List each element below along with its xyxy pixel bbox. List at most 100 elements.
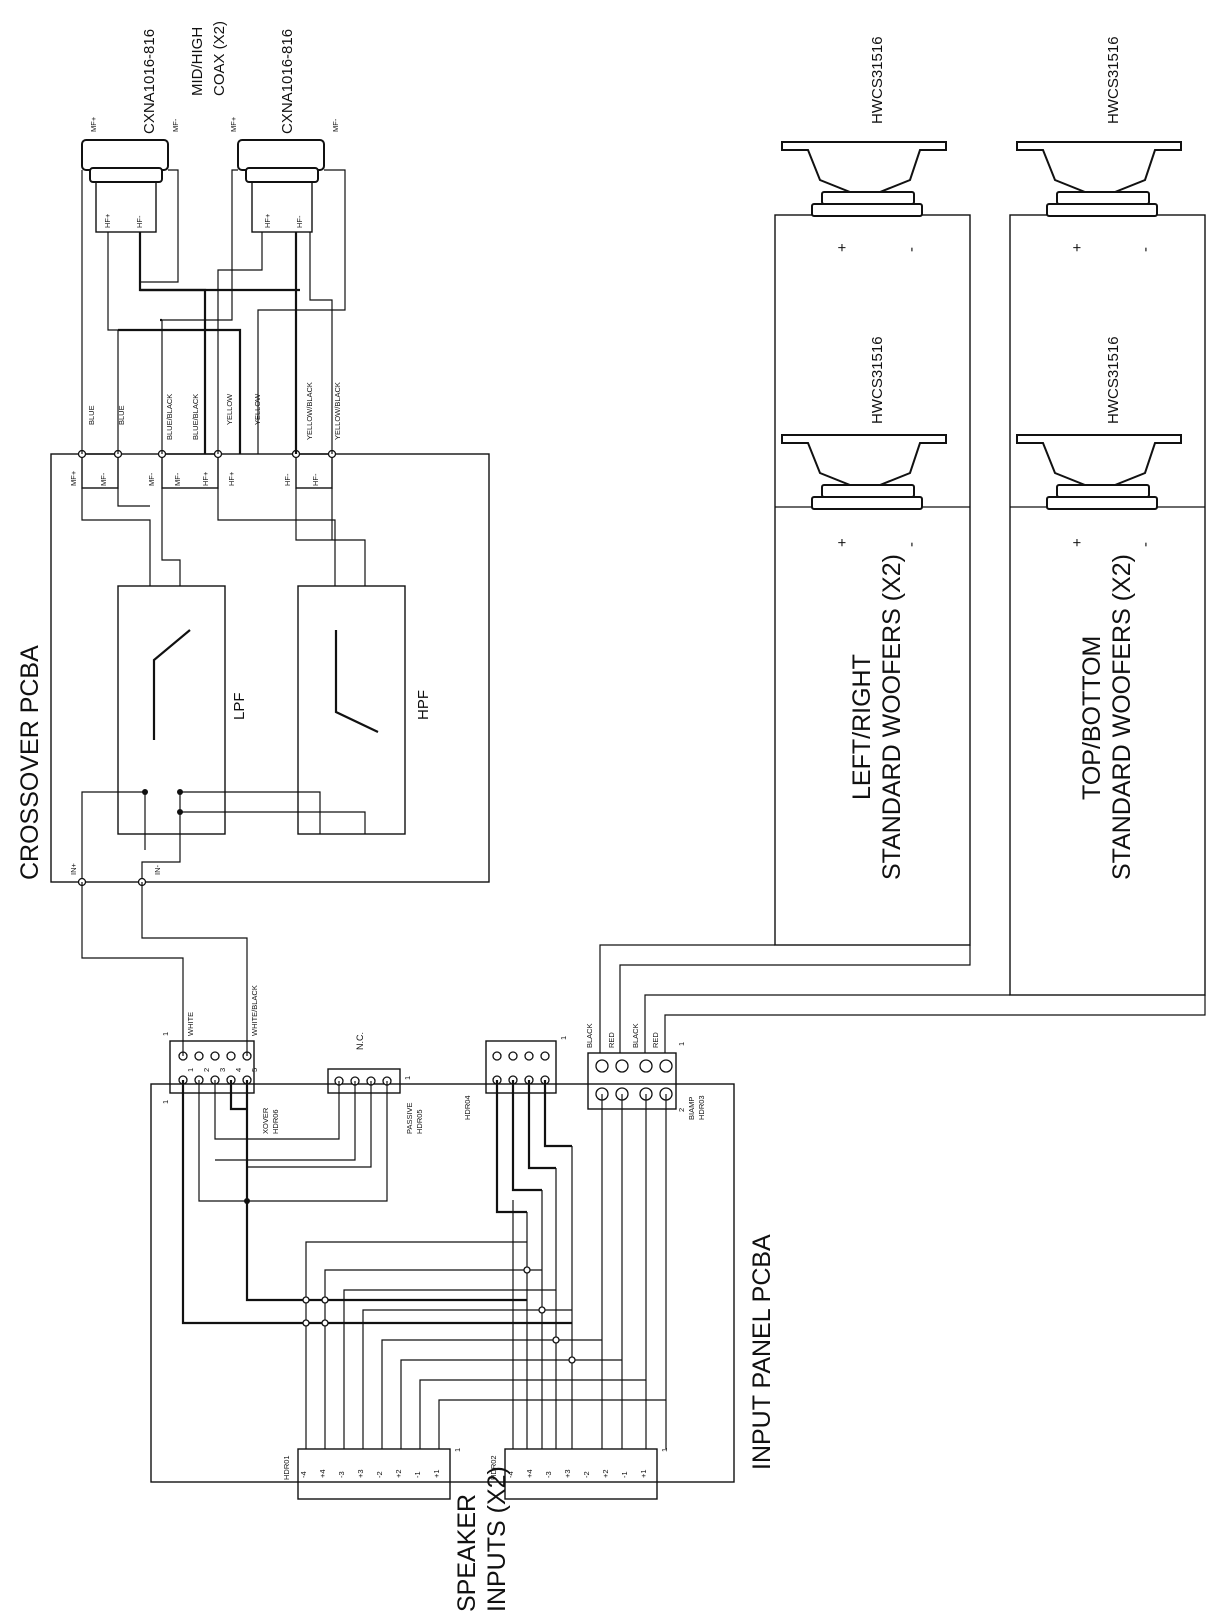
svg-text:HDR04: HDR04 [463, 1095, 472, 1120]
wire-label: BLUE/BLACK [165, 394, 174, 440]
svg-text:+4: +4 [318, 1469, 327, 1478]
svg-text:HF+: HF+ [103, 213, 112, 228]
coax-model-2: CXNA1016-816 [279, 29, 296, 134]
svg-text:XOVER: XOVER [261, 1107, 270, 1134]
hdr05-nc: N.C. [355, 1032, 365, 1050]
hdr06-xover-header: 1 2 3 4 5 1 1 WHITE WHITE/BLACK XOVER HD… [161, 985, 280, 1134]
svg-text:1: 1 [559, 1036, 568, 1040]
woofer-model: HWCS31516 [1105, 36, 1122, 124]
terminal-mf-hf-pair [161, 453, 219, 489]
hdr04-header: 1 HDR04 [463, 1036, 568, 1120]
svg-text:1: 1 [161, 1032, 170, 1036]
in-plus-label: IN+ [69, 863, 78, 876]
svg-text:-4: -4 [299, 1471, 308, 1478]
hdr01-header: HDR01 -4 +4 -3 +3 -2 +2 -1 +1 1 [282, 1448, 462, 1500]
left-right-woofer-enclosure [774, 214, 971, 946]
svg-text:4: 4 [234, 1068, 243, 1072]
svg-text:-3: -3 [337, 1471, 346, 1478]
svg-text:MF-: MF- [171, 118, 180, 132]
svg-text:RED: RED [651, 1032, 660, 1048]
woofer-model: HWCS31516 [1105, 336, 1122, 424]
svg-text:+3: +3 [356, 1469, 365, 1478]
left-right-woofers-label: STANDARD WOOFERS (X2) [878, 554, 906, 880]
woofer-model: HWCS31516 [869, 36, 886, 124]
terminal-label: MF- [173, 472, 182, 486]
svg-text:HDR02: HDR02 [489, 1455, 498, 1480]
svg-text:2: 2 [202, 1068, 211, 1072]
wire-label: YELLOW/BLACK [305, 382, 314, 440]
svg-text:HDR06: HDR06 [271, 1109, 280, 1134]
hdr05-passive-header: N.C. 1 PASSIVE HDR05 [327, 1032, 424, 1134]
wire-label: BLUE [117, 405, 126, 425]
left-right-woofers-label: LEFT/RIGHT [848, 654, 876, 800]
wire-label: YELLOW/BLACK [333, 382, 342, 440]
top-bottom-woofers-label: TOP/BOTTOM [1078, 636, 1106, 800]
svg-text:-: - [1137, 247, 1154, 252]
svg-text:1: 1 [186, 1068, 195, 1072]
svg-text:1: 1 [453, 1448, 462, 1452]
svg-text:-2: -2 [375, 1471, 384, 1478]
svg-text:-3: -3 [544, 1471, 553, 1478]
wire-label: BLUE/BLACK [191, 394, 200, 440]
hdr02-header: HDR02 -4 +4 -3 +3 -2 +2 -1 +1 1 [489, 1448, 669, 1500]
svg-text:3: 3 [218, 1068, 227, 1072]
svg-text:BLACK: BLACK [585, 1023, 594, 1048]
svg-text:+1: +1 [639, 1469, 648, 1478]
terminal-label: MF+ [69, 470, 78, 486]
svg-text:HDR05: HDR05 [415, 1109, 424, 1134]
woofer-tb-1: HWCS31516 + - [1016, 36, 1182, 252]
svg-text:-4: -4 [506, 1471, 515, 1478]
svg-text:HDR03: HDR03 [697, 1095, 706, 1120]
svg-text:+4: +4 [525, 1469, 534, 1478]
terminal-label: HF- [283, 473, 292, 486]
input-panel-title: INPUT PANEL PCBA [748, 1234, 776, 1470]
svg-text:+3: +3 [563, 1469, 572, 1478]
svg-text:1: 1 [403, 1076, 412, 1080]
top-bottom-woofers-label: STANDARD WOOFERS (X2) [1108, 554, 1136, 880]
svg-text:+: + [834, 538, 851, 547]
hdr06-wire-white: WHITE [186, 1012, 195, 1036]
lpf-block [117, 585, 226, 835]
svg-text:-1: -1 [413, 1471, 422, 1478]
svg-text:HF-: HF- [135, 215, 144, 228]
svg-text:+1: +1 [432, 1469, 441, 1478]
crossover-pcba: CROSSOVER PCBA LPF HPF MF+ MF- MF- MF- H… [16, 382, 490, 887]
svg-text:+: + [1069, 538, 1086, 547]
input-panel-board [150, 1083, 735, 1483]
svg-text:BIAMP: BIAMP [687, 1097, 696, 1120]
svg-text:MF+: MF+ [229, 116, 238, 132]
hpf-block [297, 585, 406, 835]
svg-text:+: + [1069, 243, 1086, 252]
lpf-curve [152, 629, 191, 740]
woofer-tb-2: HWCS31516 + - [1016, 336, 1182, 547]
wire-label: BLUE [87, 405, 96, 425]
in-minus-label: IN- [153, 865, 162, 876]
crossover-board [50, 453, 490, 883]
svg-text:-: - [903, 542, 920, 547]
coax-driver-2: MF+ MF- HF+ HF- CXNA1016-816 [229, 29, 340, 233]
svg-text:+2: +2 [601, 1469, 610, 1478]
terminal-label: HF+ [227, 471, 236, 486]
svg-text:2: 2 [677, 1108, 686, 1112]
terminal-label: HF+ [201, 471, 210, 486]
speaker-inputs-label: INPUTS (X2) [483, 1466, 511, 1612]
svg-text:-: - [1137, 542, 1154, 547]
svg-text:MF+: MF+ [89, 116, 98, 132]
lpf-label: LPF [231, 692, 248, 720]
crossover-title: CROSSOVER PCBA [16, 645, 44, 880]
coax-model-1: CXNA1016-816 [141, 29, 158, 134]
woofer-lr-1: HWCS31516 + - [781, 36, 947, 252]
svg-text:+: + [834, 243, 851, 252]
coax-group-label: COAX (X2) [211, 21, 228, 96]
coax-group-label: MID/HIGH [189, 27, 206, 96]
terminal-mf-pair [81, 453, 119, 489]
svg-text:HF-: HF- [295, 215, 304, 228]
terminal-hf-pair [295, 453, 333, 489]
hpf-label: HPF [415, 690, 432, 720]
svg-text:1: 1 [660, 1448, 669, 1452]
svg-text:1: 1 [161, 1100, 170, 1104]
woofers: HWCS31516 + - HWCS31516 + - HWCS31516 + … [599, 36, 1206, 1053]
svg-text:HDR01: HDR01 [282, 1455, 291, 1480]
coax-driver-1: MF+ MF- HF+ HF- CXNA1016-816 [81, 29, 180, 233]
